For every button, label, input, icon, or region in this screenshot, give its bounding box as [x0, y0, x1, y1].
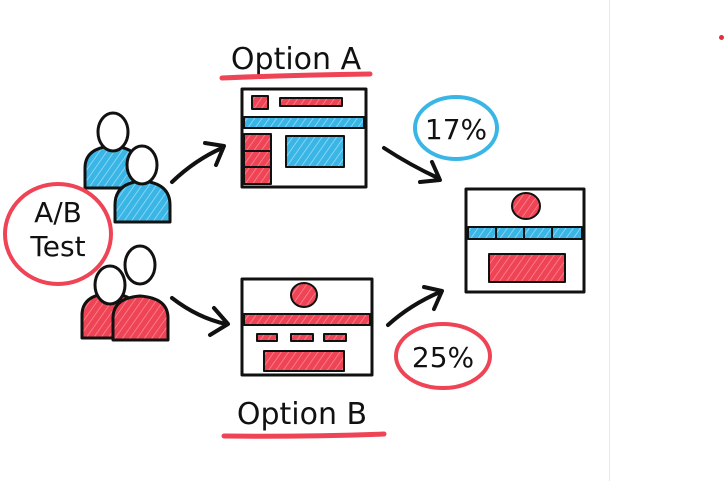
users-red-icon — [80, 244, 170, 342]
option-b-title: Option B — [221, 397, 387, 439]
webpage-layout-icon — [240, 277, 374, 377]
arrow-icon — [170, 141, 226, 184]
arrow-icon — [382, 146, 442, 184]
option-b-rate: 25% — [412, 341, 474, 374]
arrow-icon — [386, 285, 444, 327]
ab-label: A/B — [34, 196, 82, 229]
arrow-icon — [170, 296, 230, 337]
marker-dot — [719, 35, 724, 40]
users-blue-icon — [83, 111, 172, 224]
test-label: Test — [29, 230, 85, 263]
webpage-layout-icon — [240, 87, 368, 189]
option-a-rate: 17% — [425, 113, 487, 146]
webpage-layout-icon — [464, 187, 586, 294]
option-a-label: Option A — [231, 42, 362, 77]
side-panel — [609, 0, 726, 481]
option-a-rate-badge: 17% — [413, 95, 499, 161]
option-b-rate-badge: 25% — [394, 322, 492, 390]
option-a-title: Option A — [219, 42, 373, 81]
ab-test-badge: A/B Test — [3, 182, 113, 286]
option-b-label: Option B — [237, 397, 367, 432]
